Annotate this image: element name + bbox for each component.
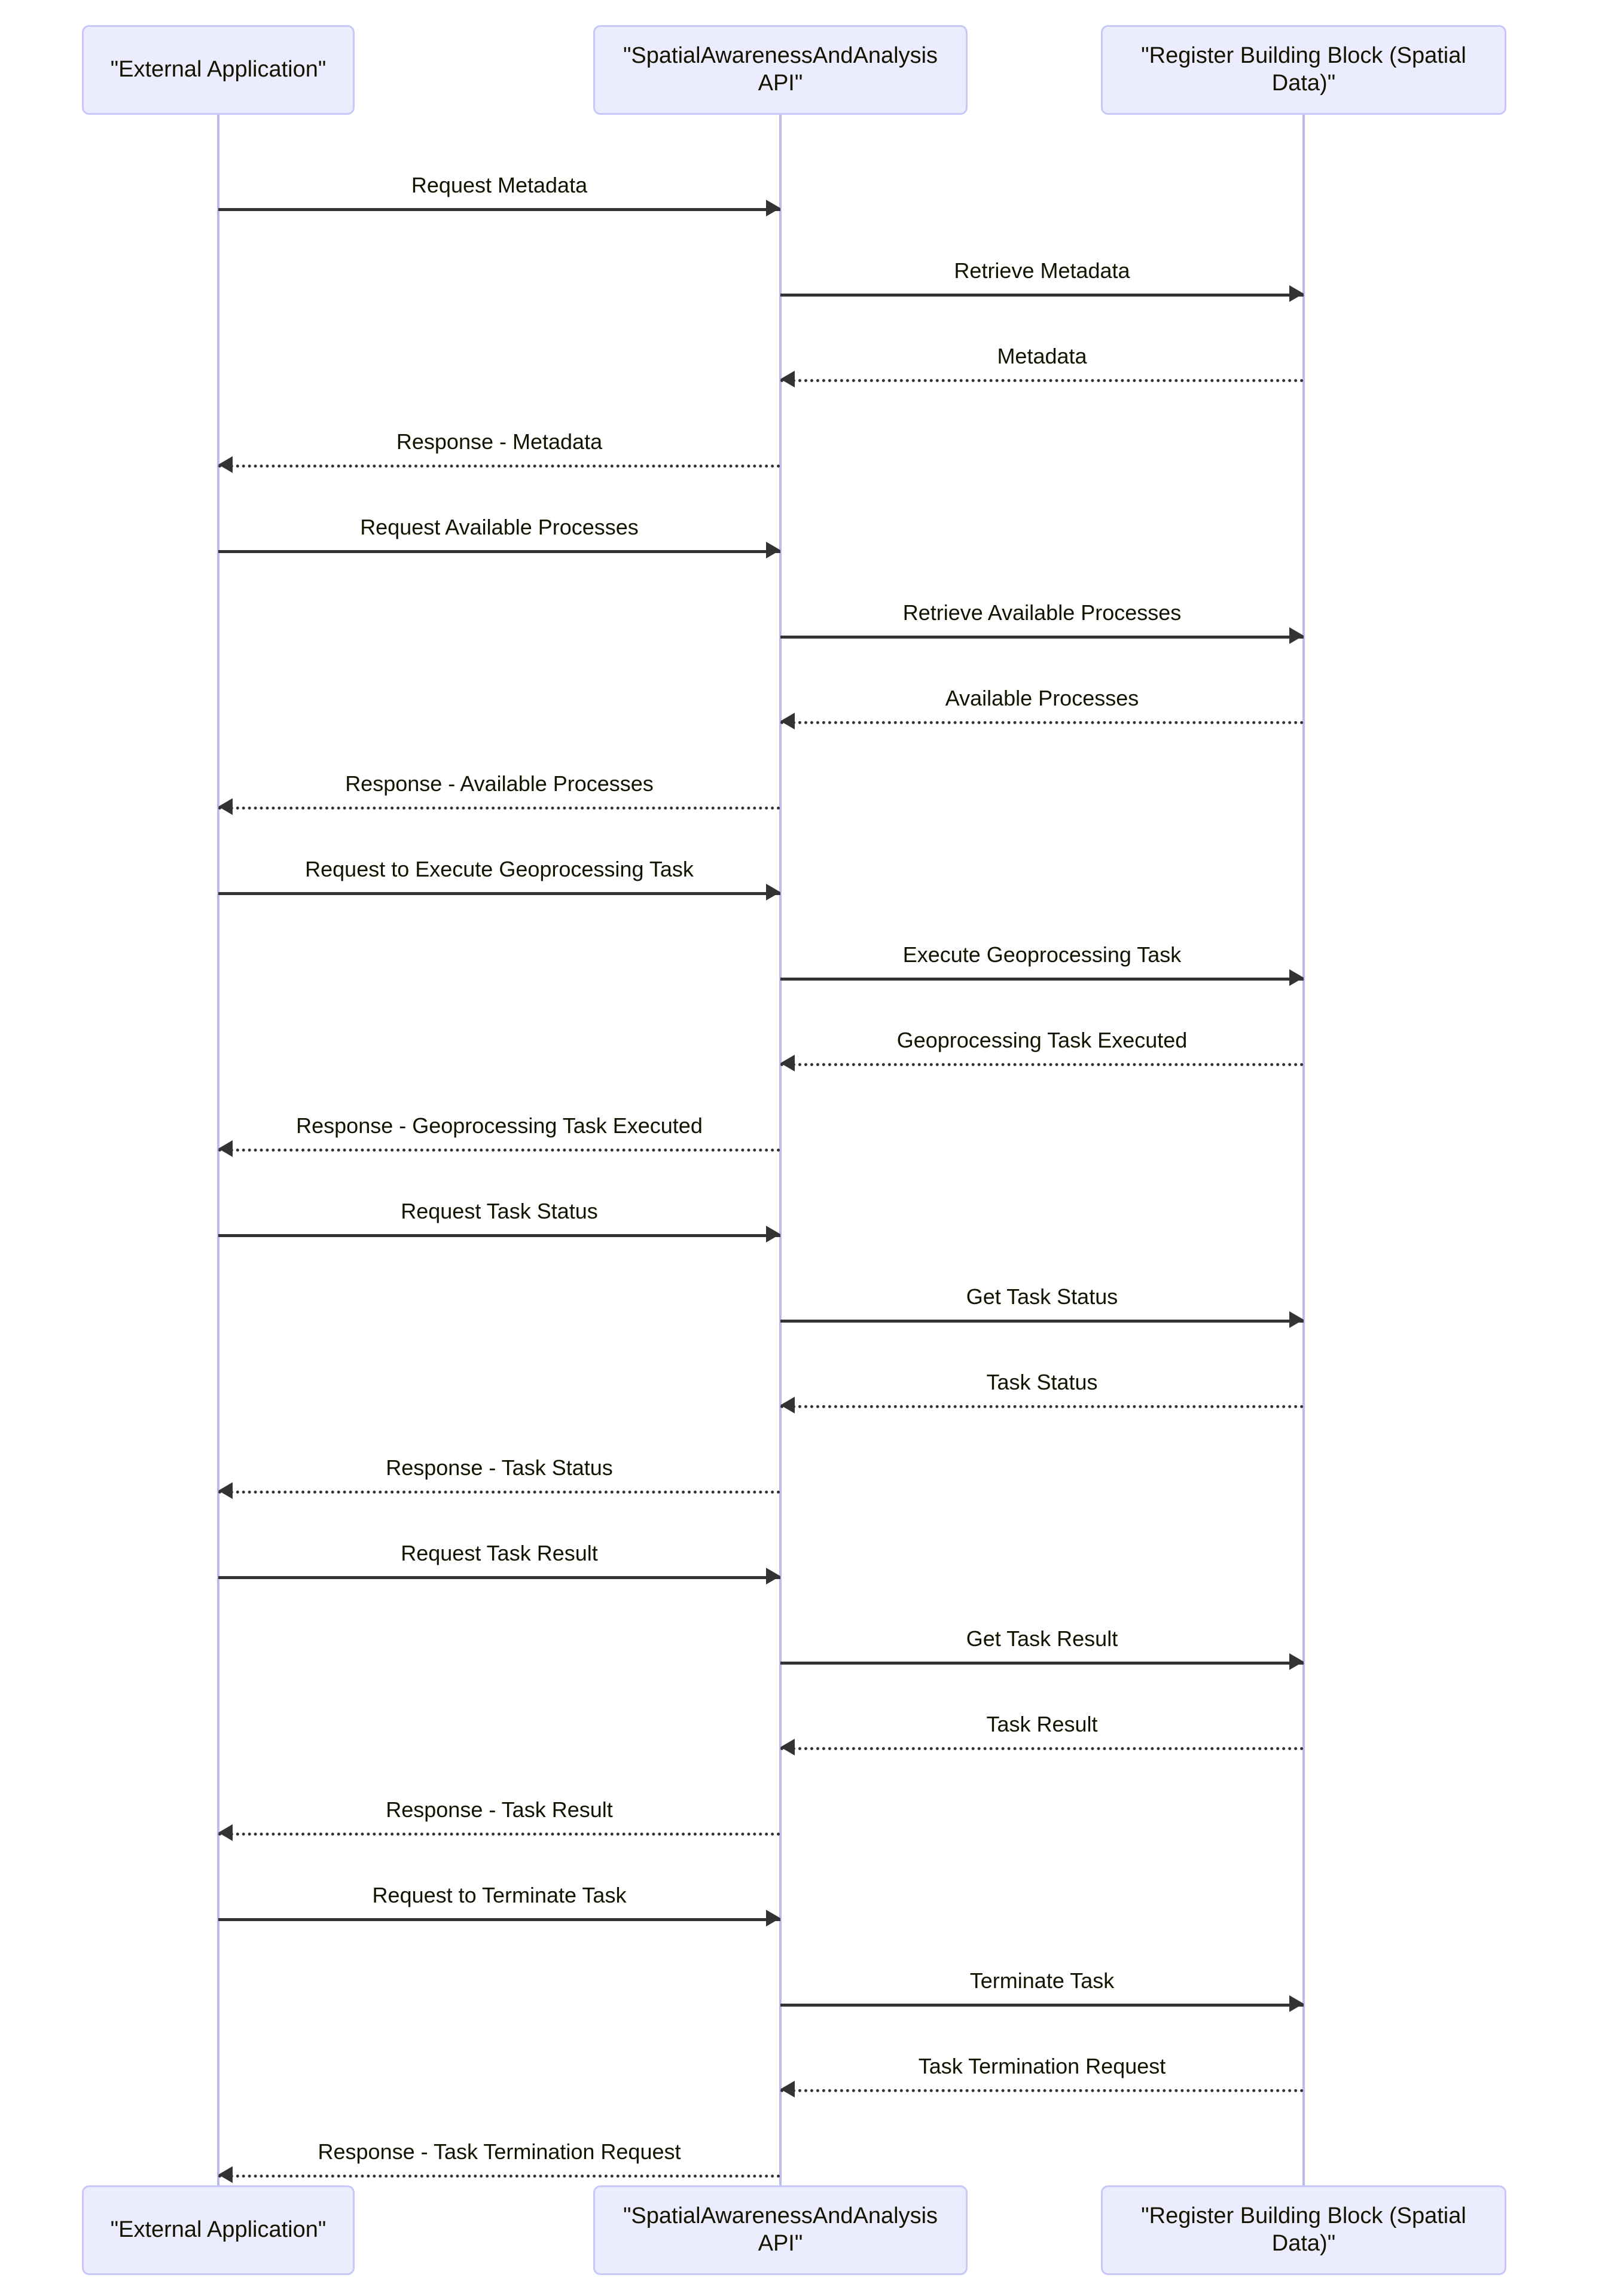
message-line [218, 1833, 780, 1836]
participant-bottom-spatialawarenessandanalysis-api[interactable]: "SpatialAwarenessAndAnalysis API" [593, 2185, 968, 2275]
arrow-left-icon [218, 798, 233, 815]
message-label: Request Metadata [411, 173, 588, 197]
message-line [780, 1405, 1304, 1408]
message-line [218, 1149, 780, 1152]
message-label: Task Result [986, 1712, 1098, 1736]
message-line [780, 2004, 1304, 2007]
arrow-left-icon [218, 1824, 233, 1841]
arrow-right-icon [766, 200, 780, 216]
message-line [780, 379, 1304, 382]
arrow-left-icon [218, 2166, 233, 2183]
arrow-right-icon [1289, 627, 1304, 644]
arrow-right-icon [1289, 285, 1304, 302]
message-label: Response - Task Result [386, 1797, 613, 1822]
arrow-left-icon [780, 1397, 795, 1413]
message-label: Request Available Processes [360, 515, 639, 539]
message-line [218, 550, 780, 553]
message-label: Response - Task Status [386, 1455, 613, 1480]
participant-label: "SpatialAwarenessAndAnalysis API" [623, 2203, 938, 2256]
message-line [218, 1918, 780, 1921]
message-line [780, 2089, 1304, 2092]
participant-bottom-external-application[interactable]: "External Application" [82, 2185, 355, 2275]
arrow-right-icon [1289, 1311, 1304, 1328]
message-label: Get Task Status [966, 1284, 1118, 1309]
message-line [780, 1320, 1304, 1323]
message-label: Request to Terminate Task [372, 1883, 627, 1907]
message-line [780, 1662, 1304, 1665]
lifeline-register-building-block-spatial-data [1302, 115, 1305, 2185]
arrow-right-icon [766, 1568, 780, 1584]
arrow-right-icon [1289, 969, 1304, 986]
participant-top-external-application[interactable]: "External Application" [82, 25, 355, 115]
arrow-left-icon [780, 1739, 795, 1755]
message-line [780, 1063, 1304, 1066]
participant-label: "Register Building Block (Spatial Data)" [1141, 2203, 1466, 2256]
message-label: Task Status [986, 1370, 1098, 1394]
participant-top-spatialawarenessandanalysis-api[interactable]: "SpatialAwarenessAndAnalysis API" [593, 25, 968, 115]
participant-top-register-building-block-spatial-data[interactable]: "Register Building Block (Spatial Data)" [1100, 25, 1507, 115]
message-label: Available Processes [945, 686, 1139, 710]
arrow-right-icon [766, 1910, 780, 1926]
message-line [218, 1576, 780, 1579]
message-label: Geoprocessing Task Executed [896, 1028, 1188, 1052]
message-line [218, 892, 780, 895]
arrow-right-icon [766, 1226, 780, 1242]
message-line [780, 978, 1304, 981]
message-line [218, 807, 780, 810]
arrow-right-icon [766, 542, 780, 558]
message-label: Terminate Task [969, 1968, 1115, 1993]
participant-label: "External Application" [110, 57, 327, 83]
arrow-left-icon [780, 713, 795, 729]
arrow-left-icon [780, 2081, 795, 2097]
message-line [218, 1491, 780, 1494]
message-label: Metadata [997, 344, 1087, 368]
message-label: Execute Geoprocessing Task [902, 942, 1182, 967]
participant-label: "SpatialAwarenessAndAnalysis API" [623, 43, 938, 96]
message-line [218, 2175, 780, 2178]
arrow-right-icon [1289, 1995, 1304, 2012]
message-label: Get Task Result [966, 1626, 1118, 1651]
arrow-left-icon [780, 371, 795, 387]
message-label: Response - Available Processes [345, 771, 654, 796]
message-label: Task Termination Request [918, 2054, 1166, 2078]
message-line [780, 294, 1304, 297]
arrow-left-icon [218, 456, 233, 473]
message-label: Response - Geoprocessing Task Executed [296, 1113, 703, 1138]
arrow-left-icon [218, 1482, 233, 1499]
message-line [780, 721, 1304, 724]
arrow-right-icon [1289, 1653, 1304, 1670]
message-label: Retrieve Metadata [954, 258, 1130, 283]
message-label: Request Task Status [401, 1199, 598, 1223]
message-line [780, 1747, 1304, 1750]
message-label: Response - Task Termination Request [318, 2139, 681, 2164]
participant-bottom-register-building-block-spatial-data[interactable]: "Register Building Block (Spatial Data)" [1100, 2185, 1507, 2275]
message-label: Response - Metadata [396, 429, 603, 454]
message-label: Request Task Result [401, 1541, 598, 1565]
arrow-left-icon [780, 1055, 795, 1071]
participant-label: "Register Building Block (Spatial Data)" [1141, 43, 1466, 96]
message-line [218, 465, 780, 468]
message-line [218, 208, 780, 211]
message-line [780, 636, 1304, 639]
arrow-right-icon [766, 884, 780, 900]
lifeline-spatialawarenessandanalysis-api [779, 115, 782, 2185]
participant-label: "External Application" [110, 2217, 327, 2243]
arrow-left-icon [218, 1140, 233, 1157]
message-line [218, 1234, 780, 1237]
message-label: Retrieve Available Processes [902, 600, 1182, 625]
message-label: Request to Execute Geoprocessing Task [305, 857, 694, 881]
